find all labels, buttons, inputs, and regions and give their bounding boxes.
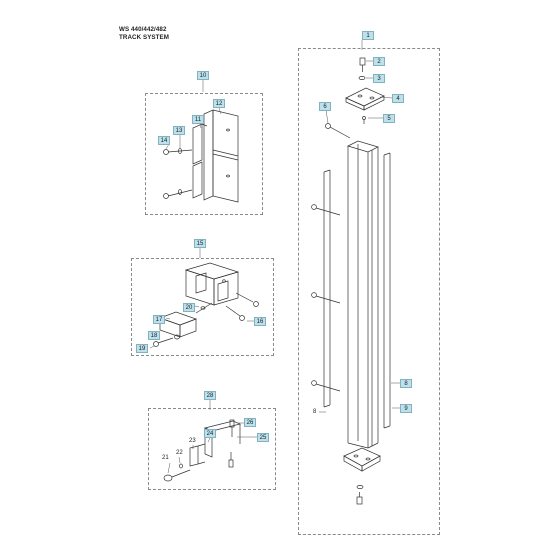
track-bottom-end-plate bbox=[343, 447, 381, 472]
side-bolt-lower bbox=[311, 380, 341, 392]
callout-13: 13 bbox=[173, 126, 185, 135]
callout-22: 22 bbox=[176, 450, 183, 456]
clamp-bolt-bottom bbox=[153, 337, 174, 347]
callout-19: 19 bbox=[136, 344, 148, 353]
track-top-screw bbox=[359, 57, 366, 72]
diagram-title: TRACK SYSTEM bbox=[119, 34, 170, 41]
main-rail bbox=[347, 140, 379, 449]
clamp-washer bbox=[174, 334, 180, 340]
group-box-stop bbox=[148, 408, 276, 490]
side-bolt-middle bbox=[311, 292, 341, 304]
track-top-end-plate bbox=[345, 87, 385, 111]
guide-strip bbox=[323, 169, 331, 408]
stop-washer bbox=[179, 463, 183, 469]
document-code: WS 440/442/482 bbox=[119, 26, 167, 33]
side-bolt-upper bbox=[311, 204, 341, 216]
callout-9: 9 bbox=[400, 404, 412, 413]
callout-15: 15 bbox=[194, 239, 206, 248]
clamp-screw bbox=[195, 302, 213, 314]
clamp-bolt-right bbox=[235, 292, 259, 307]
track-set-screw bbox=[362, 116, 366, 124]
clamp-bolt-front bbox=[225, 305, 245, 321]
clamp-body bbox=[184, 262, 240, 306]
callout-23: 23 bbox=[189, 438, 196, 444]
callout-26: 26 bbox=[244, 418, 256, 427]
bracket-bolt-lower bbox=[163, 189, 193, 199]
bracket-bolt-upper bbox=[163, 148, 193, 155]
track-top-washer bbox=[358, 76, 366, 80]
stop-screw-top bbox=[229, 419, 235, 437]
callout-18: 18 bbox=[148, 331, 160, 340]
callout-25: 25 bbox=[257, 433, 269, 442]
callout-4: 4 bbox=[392, 94, 404, 103]
callout-11: 11 bbox=[192, 115, 204, 124]
callout-10: 10 bbox=[197, 71, 209, 80]
callout-17: 17 bbox=[153, 315, 165, 324]
stop-screw-bottom bbox=[228, 452, 234, 468]
track-top-bolt bbox=[325, 123, 351, 139]
callout-8-plain: 8 bbox=[313, 409, 317, 415]
callout-2: 2 bbox=[373, 57, 385, 66]
stop-knob bbox=[163, 469, 191, 482]
callout-21: 21 bbox=[162, 455, 169, 461]
gear-rack-strip bbox=[383, 152, 391, 429]
callout-24: 24 bbox=[204, 429, 216, 438]
bracket-spacer-upper bbox=[192, 123, 208, 165]
group-box-clamp bbox=[131, 258, 274, 356]
group-box-track bbox=[298, 48, 440, 535]
callout-20: 20 bbox=[183, 303, 195, 312]
bracket-spacer-lower bbox=[192, 161, 203, 199]
callout-3: 3 bbox=[373, 74, 385, 83]
callout-28: 28 bbox=[204, 391, 216, 400]
group-box-bracket bbox=[145, 93, 263, 215]
callout-12: 12 bbox=[213, 99, 225, 108]
callout-6: 6 bbox=[319, 102, 331, 111]
callout-16: 16 bbox=[254, 317, 266, 326]
stop-bar bbox=[203, 420, 242, 458]
track-bottom-washer bbox=[356, 485, 364, 489]
callout-5: 5 bbox=[383, 114, 395, 123]
clamp-pad bbox=[158, 311, 198, 338]
callout-1: 1 bbox=[362, 31, 374, 40]
callout-14: 14 bbox=[158, 136, 170, 145]
stop-bracket bbox=[189, 443, 206, 467]
track-bottom-screw bbox=[356, 492, 363, 505]
callout-8: 8 bbox=[400, 379, 412, 388]
bracket-plate bbox=[203, 109, 239, 203]
